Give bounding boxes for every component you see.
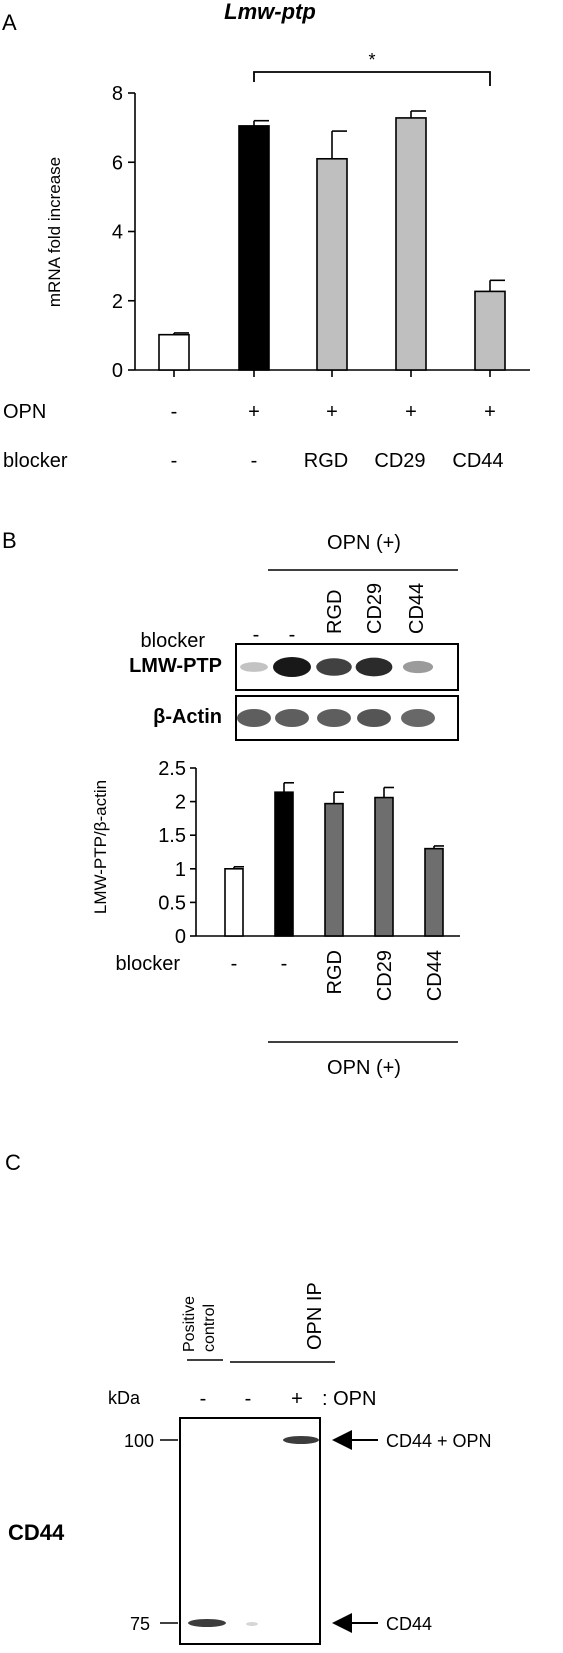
panel-a-y-ticks: 0 2 4 6 8 — [112, 83, 135, 382]
a-bar — [474, 290, 506, 371]
panel-b-footer: OPN (+) — [327, 1057, 401, 1079]
lmw-ptp-band — [240, 662, 268, 672]
b-bar — [424, 847, 444, 937]
c-row-label: CD44 — [8, 1520, 65, 1545]
panel-b-letter: B — [2, 528, 17, 553]
b-ytick-label: 2 — [175, 792, 186, 814]
label-cd44-opn: CD44 + OPN — [386, 1431, 492, 1451]
b-bar — [224, 867, 244, 937]
b-x-label: CD29 — [374, 950, 396, 1001]
positive-control-line1: Positive — [181, 1296, 198, 1352]
opn-row-value: - — [171, 401, 178, 423]
panel-a-title: Lmw-ptp — [224, 0, 316, 24]
blocker-row-value: - — [171, 450, 178, 472]
band-faint — [246, 1622, 258, 1626]
b-ytick-label: 1 — [175, 859, 186, 881]
marker-75: 75 — [130, 1614, 150, 1634]
a-bar — [395, 117, 427, 371]
panel-a-letter: A — [2, 10, 17, 35]
b-lane-label: CD44 — [406, 583, 428, 634]
band-cd44-control — [188, 1619, 226, 1627]
panel-b-y-ticks: 0 0.5 1 1.5 2 2.5 — [158, 758, 196, 948]
blot-row-lmw-ptp: LMW-PTP — [129, 655, 222, 677]
a-ytick-label: 8 — [112, 83, 123, 105]
a-ytick-label: 0 — [112, 360, 123, 382]
c-lane-1: - — [200, 1388, 207, 1410]
b-lane-label: RGD — [324, 590, 346, 634]
lmw-ptp-band — [316, 658, 352, 676]
b-lane-label: - — [253, 624, 260, 646]
b-lane-label: - — [289, 624, 296, 646]
b-ytick-label: 1.5 — [158, 825, 186, 847]
blocker-row-value: RGD — [304, 450, 348, 472]
b-lane-label: CD29 — [364, 583, 386, 634]
blocker-row-label: blocker — [3, 450, 68, 472]
actin-band — [237, 709, 271, 727]
blocker-row-value: CD29 — [374, 450, 425, 472]
actin-band — [275, 709, 309, 727]
actin-band — [401, 709, 435, 727]
opn-ip-label: OPN IP — [304, 1282, 326, 1350]
panel-a-condition-rows: - + + + + - - RGD CD29 CD44 — [171, 401, 504, 472]
lmw-ptp-band — [355, 657, 393, 677]
panel-b-blot-lanes: - - RGD CD29 CD44 — [253, 583, 428, 646]
opn-row-label: OPN — [3, 401, 46, 423]
b-ytick-label: 2.5 — [158, 758, 186, 780]
a-bar — [238, 125, 270, 371]
opn-row-value: + — [326, 401, 338, 423]
blocker-row-value: CD44 — [452, 450, 503, 472]
lmw-ptp-band — [273, 657, 311, 677]
b-bar — [274, 791, 294, 937]
b-bar — [324, 802, 344, 937]
c-lane-2: - — [245, 1388, 252, 1410]
panel-b-x-labels: - - RGD CD29 CD44 — [231, 950, 446, 1001]
lmw-ptp-band — [402, 660, 434, 674]
actin-band — [357, 709, 391, 727]
significance-star: * — [368, 50, 375, 70]
b-x-label: - — [231, 953, 238, 975]
a-ytick-label: 6 — [112, 152, 123, 174]
b-x-label: - — [281, 953, 288, 975]
opn-row-value: + — [405, 401, 417, 423]
kda-label: kDa — [108, 1388, 141, 1408]
panel-c-letter: C — [5, 1150, 21, 1175]
blocker-row-value: - — [251, 450, 258, 472]
panel-a-bars — [158, 110, 506, 377]
opn-row-value: + — [484, 401, 496, 423]
b-ytick-label: 0 — [175, 926, 186, 948]
positive-control-line2: control — [201, 1304, 218, 1352]
c-lane-3: + — [291, 1388, 303, 1410]
blot-row-actin: β-Actin — [153, 706, 222, 728]
b-x-label: RGD — [324, 950, 346, 994]
a-ytick-label: 2 — [112, 291, 123, 313]
panel-b-header: OPN (+) — [327, 532, 401, 554]
panel-b-chart-blocker-label: blocker — [116, 953, 181, 975]
panel-a-y-label: mRNA fold increase — [45, 157, 64, 307]
panel-b-y-label: LMW-PTP/β-actin — [91, 780, 110, 914]
marker-100: 100 — [124, 1431, 154, 1451]
panel-b-bars — [224, 781, 444, 937]
significance-bracket — [253, 71, 491, 86]
a-bar — [158, 333, 190, 371]
b-x-label: CD44 — [424, 950, 446, 1001]
label-cd44: CD44 — [386, 1614, 432, 1634]
panel-b-blot-bands — [237, 657, 435, 727]
panel-b-blocker-label: blocker — [141, 630, 206, 652]
c-opn-suffix: : OPN — [322, 1388, 376, 1410]
c-blot-box — [179, 1417, 321, 1645]
a-ytick-label: 4 — [112, 222, 123, 244]
actin-band — [317, 709, 351, 727]
band-cd44-opn — [283, 1436, 319, 1444]
a-bar — [316, 157, 348, 371]
b-ytick-label: 0.5 — [158, 892, 186, 914]
b-bar — [374, 796, 394, 937]
opn-row-value: + — [248, 401, 260, 423]
